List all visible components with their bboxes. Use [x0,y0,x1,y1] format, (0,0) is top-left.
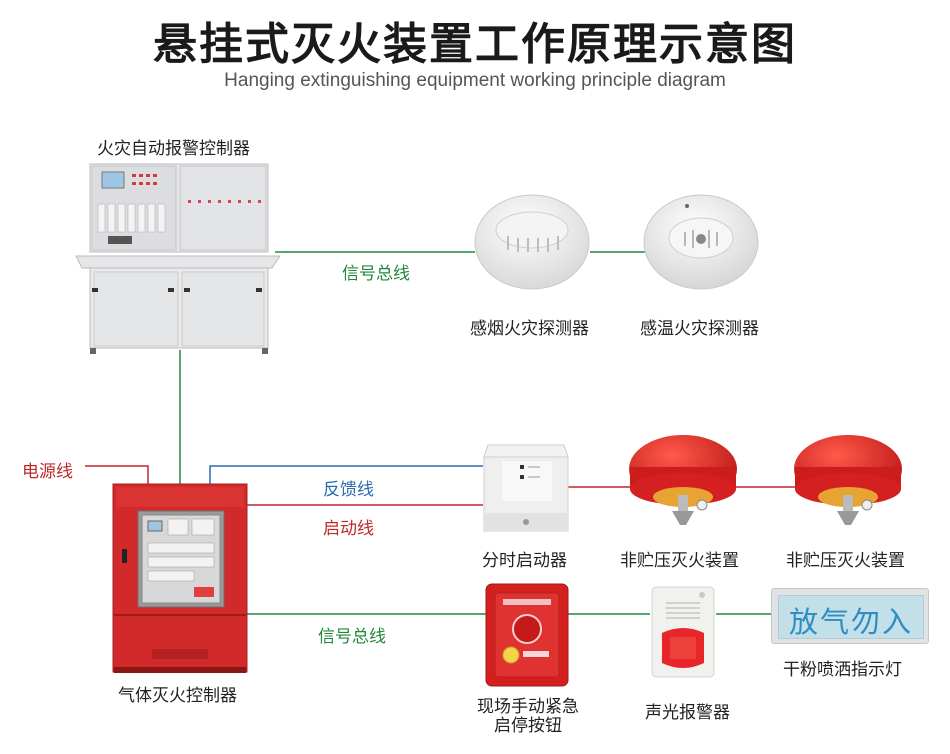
manual-button-label: 现场手动紧急 启停按钮 [470,698,586,736]
signal-bus-bottom-label: 信号总线 [318,627,386,647]
smoke-detector-label: 感烟火灾探测器 [470,319,589,339]
heat-detector [643,194,759,290]
diagram-title: 悬挂式灭火装置工作原理示意图 [153,19,797,70]
indicator-light-label: 干粉喷洒指示灯 [783,660,902,680]
indicator-sign-panel: 放气勿入 [778,595,924,639]
heat-detector-label: 感温火灾探测器 [640,319,759,339]
feedback-line-label: 反馈线 [323,480,374,500]
manual-emergency-button [485,583,569,687]
sound-light-alarm-label: 声光报警器 [645,703,730,723]
extinguisher-1-label: 非贮压灭火装置 [620,551,739,571]
extinguisher-1 [629,435,737,525]
dry-powder-indicator-light: 放气勿入 [771,588,929,644]
indicator-sign-text: 放气勿入 [788,605,913,639]
sound-light-alarm [651,586,715,678]
start-line-label: 启动线 [323,519,374,539]
diagram-subtitle: Hanging extinguishing equipment working … [224,70,726,91]
gas-extinguishing-controller [112,483,248,673]
fire-alarm-controller-label: 火灾自动报警控制器 [97,139,250,159]
fire-alarm-controller [75,163,281,354]
extinguisher-2 [794,435,902,525]
timed-starter [483,444,569,532]
gas-controller-label: 气体灭火控制器 [118,686,237,706]
smoke-detector [474,194,590,290]
timed-starter-label: 分时启动器 [482,551,567,571]
feedback-wire [209,465,483,485]
manual-button-label-line1: 现场手动紧急 [477,697,579,717]
extinguisher-2-label: 非贮压灭火装置 [786,551,905,571]
signal-bus-top-label: 信号总线 [342,264,410,284]
power-line-label: 电源线 [22,462,73,482]
power-wire [85,465,149,485]
manual-button-label-line2: 启停按钮 [494,716,562,736]
